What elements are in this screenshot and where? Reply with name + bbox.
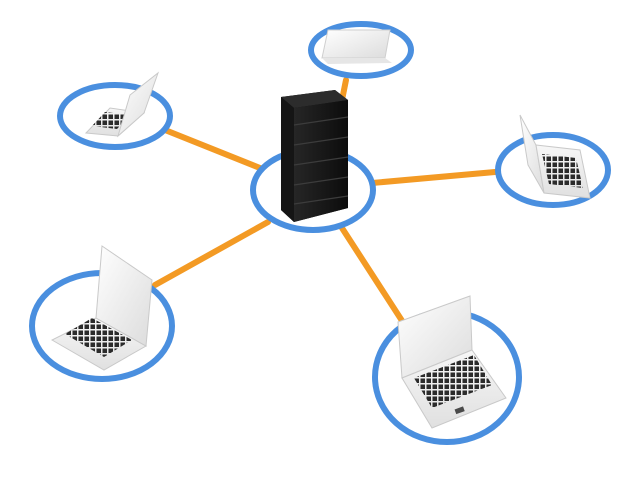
server-tower-icon [281, 90, 349, 222]
laptop-icon [397, 295, 507, 429]
laptop-node-bottom-left [29, 245, 175, 382]
laptop-icon [50, 245, 153, 371]
laptop-node-bottom-right [372, 295, 522, 445]
hub-node [250, 90, 376, 233]
connector-bottom-left [152, 219, 271, 288]
laptop-icon [321, 29, 392, 64]
connector-right [369, 169, 498, 186]
laptop-icon [84, 71, 160, 138]
laptop-node-top-left [57, 71, 173, 150]
laptop-node-right [495, 114, 611, 208]
connector-lines [152, 77, 498, 333]
connector-bottom-right [339, 225, 411, 333]
laptop-icon [519, 114, 591, 199]
laptop-node-top [308, 21, 414, 79]
connector-top-left [157, 125, 268, 173]
